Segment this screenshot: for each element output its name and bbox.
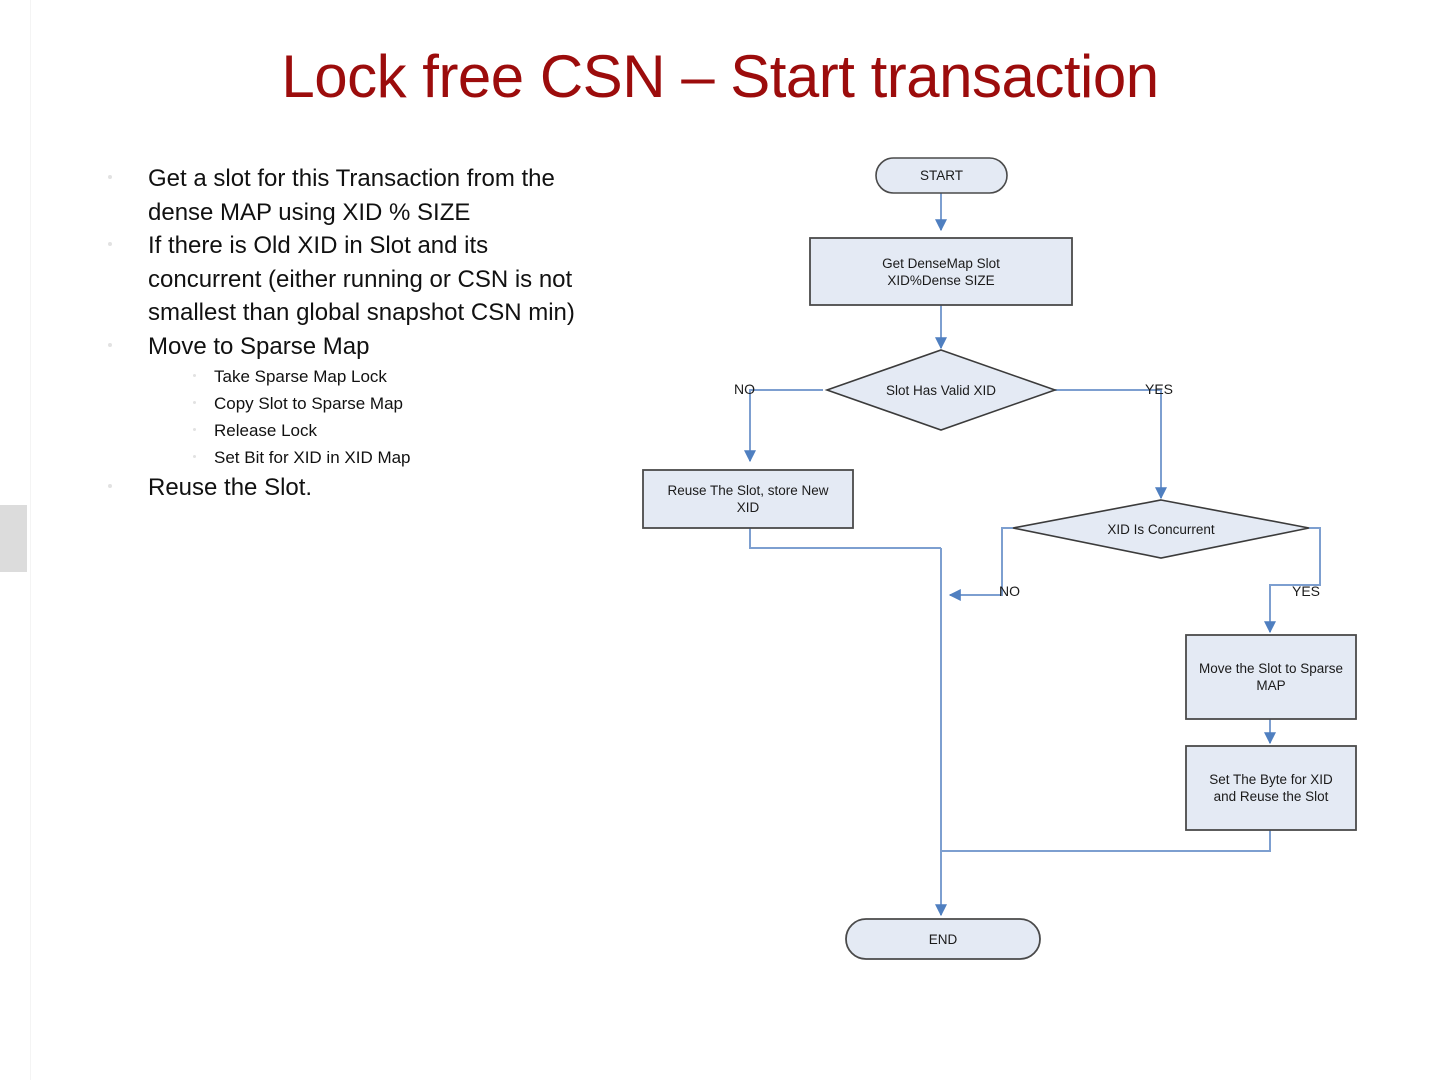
list-item: Set Bit for XID in XID Map	[96, 444, 596, 471]
connector-setbyte-to-merge	[941, 830, 1271, 852]
list-item: Move to Sparse Map	[96, 330, 596, 364]
list-item-label: Take Sparse Map Lock	[214, 367, 387, 386]
bullet-dot-icon	[193, 401, 196, 404]
flowchart-diagram: START Get DenseMap Slot XID%Dense SIZE S…	[600, 130, 1420, 980]
list-item-label: Release Lock	[214, 421, 318, 440]
connector-reuseslot-to-merge	[749, 528, 941, 549]
list-item-label: If there is Old XID in Slot and its conc…	[148, 232, 575, 326]
bullet-dot-icon	[108, 175, 112, 179]
edge-label-slot-valid-yes: YES	[1145, 381, 1174, 397]
page-title: Lock free CSN – Start transaction	[281, 43, 1159, 110]
connector-concurrent-no	[948, 527, 1013, 601]
list-item: Get a slot for this Transaction from the…	[96, 162, 596, 229]
list-item: Take Sparse Map Lock	[96, 363, 596, 390]
list-item: If there is Old XID in Slot and its conc…	[96, 229, 596, 330]
list-item: Release Lock	[96, 417, 596, 444]
node-end	[845, 918, 1041, 960]
list-item-label: Reuse the Slot.	[148, 474, 313, 501]
list-item: Copy Slot to Sparse Map	[96, 390, 596, 417]
edge-label-concurrent-yes: YES	[1292, 583, 1321, 599]
list-item: Reuse the Slot.	[96, 471, 596, 505]
left-margin-rule	[30, 0, 31, 1080]
bullet-dot-icon	[108, 242, 112, 246]
left-edge-gray-block	[0, 505, 27, 572]
bullet-dot-icon	[193, 455, 196, 458]
flowchart-canvas	[642, 157, 1357, 960]
node-set-byte-reuse-slot	[1185, 745, 1357, 831]
node-reuse-slot	[642, 469, 854, 529]
edge-label-concurrent-no: NO	[999, 583, 1020, 599]
bullet-dot-icon	[108, 342, 112, 347]
list-item-label: Set Bit for XID in XID Map	[214, 448, 411, 467]
list-item-label: Copy Slot to Sparse Map	[214, 394, 403, 413]
list-item-label: Get a slot for this Transaction from the…	[148, 165, 555, 226]
connector-slotvalid-no	[744, 389, 823, 463]
connector-slotvalid-yes	[1055, 389, 1167, 500]
connector-concurrent-yes	[1264, 527, 1321, 634]
node-get-densemap	[809, 237, 1073, 306]
list-item-label: Move to Sparse Map	[148, 332, 370, 360]
node-move-to-sparse-map	[1185, 634, 1357, 720]
bullet-dot-icon	[108, 484, 112, 488]
node-start	[875, 157, 1008, 194]
bullet-list: Get a slot for this Transaction from the…	[96, 162, 596, 505]
node-slot-has-valid-xid	[824, 349, 1058, 431]
node-xid-is-concurrent	[1012, 499, 1310, 559]
edge-label-slot-valid-no: NO	[734, 381, 755, 397]
bullet-dot-icon	[193, 374, 196, 377]
bullet-dot-icon	[193, 428, 196, 431]
